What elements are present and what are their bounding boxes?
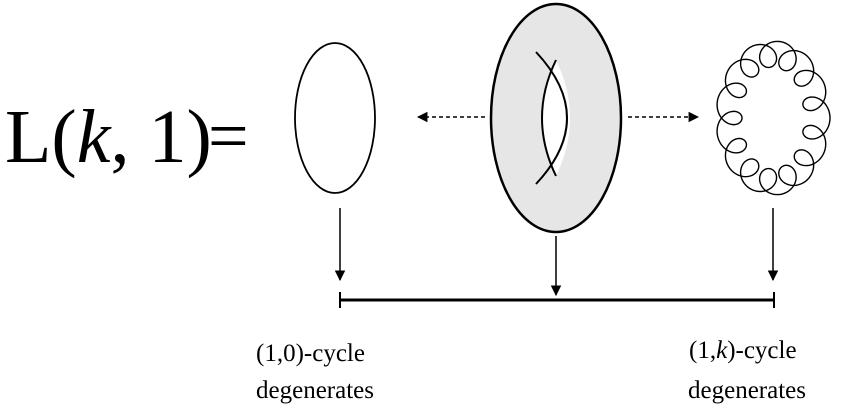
torus-hole-inner-curve (541, 59, 557, 177)
left-degenerate-ellipse (294, 42, 376, 194)
torus-hole (542, 60, 570, 176)
right-cycle-label: (1,k)-cycle (689, 337, 797, 364)
right-degenerates-label: degenerates (688, 377, 806, 404)
left-cycle-label: (1,0)-cycle (256, 340, 365, 367)
equals-sign: = (208, 96, 249, 176)
torus (489, 2, 623, 234)
left-degenerates-label: degenerates (256, 377, 374, 404)
torus-hole-outer-curve (535, 51, 568, 185)
equation-lhs: L(k, 1) (5, 95, 212, 179)
right-degenerate-loop-curve (716, 40, 831, 196)
